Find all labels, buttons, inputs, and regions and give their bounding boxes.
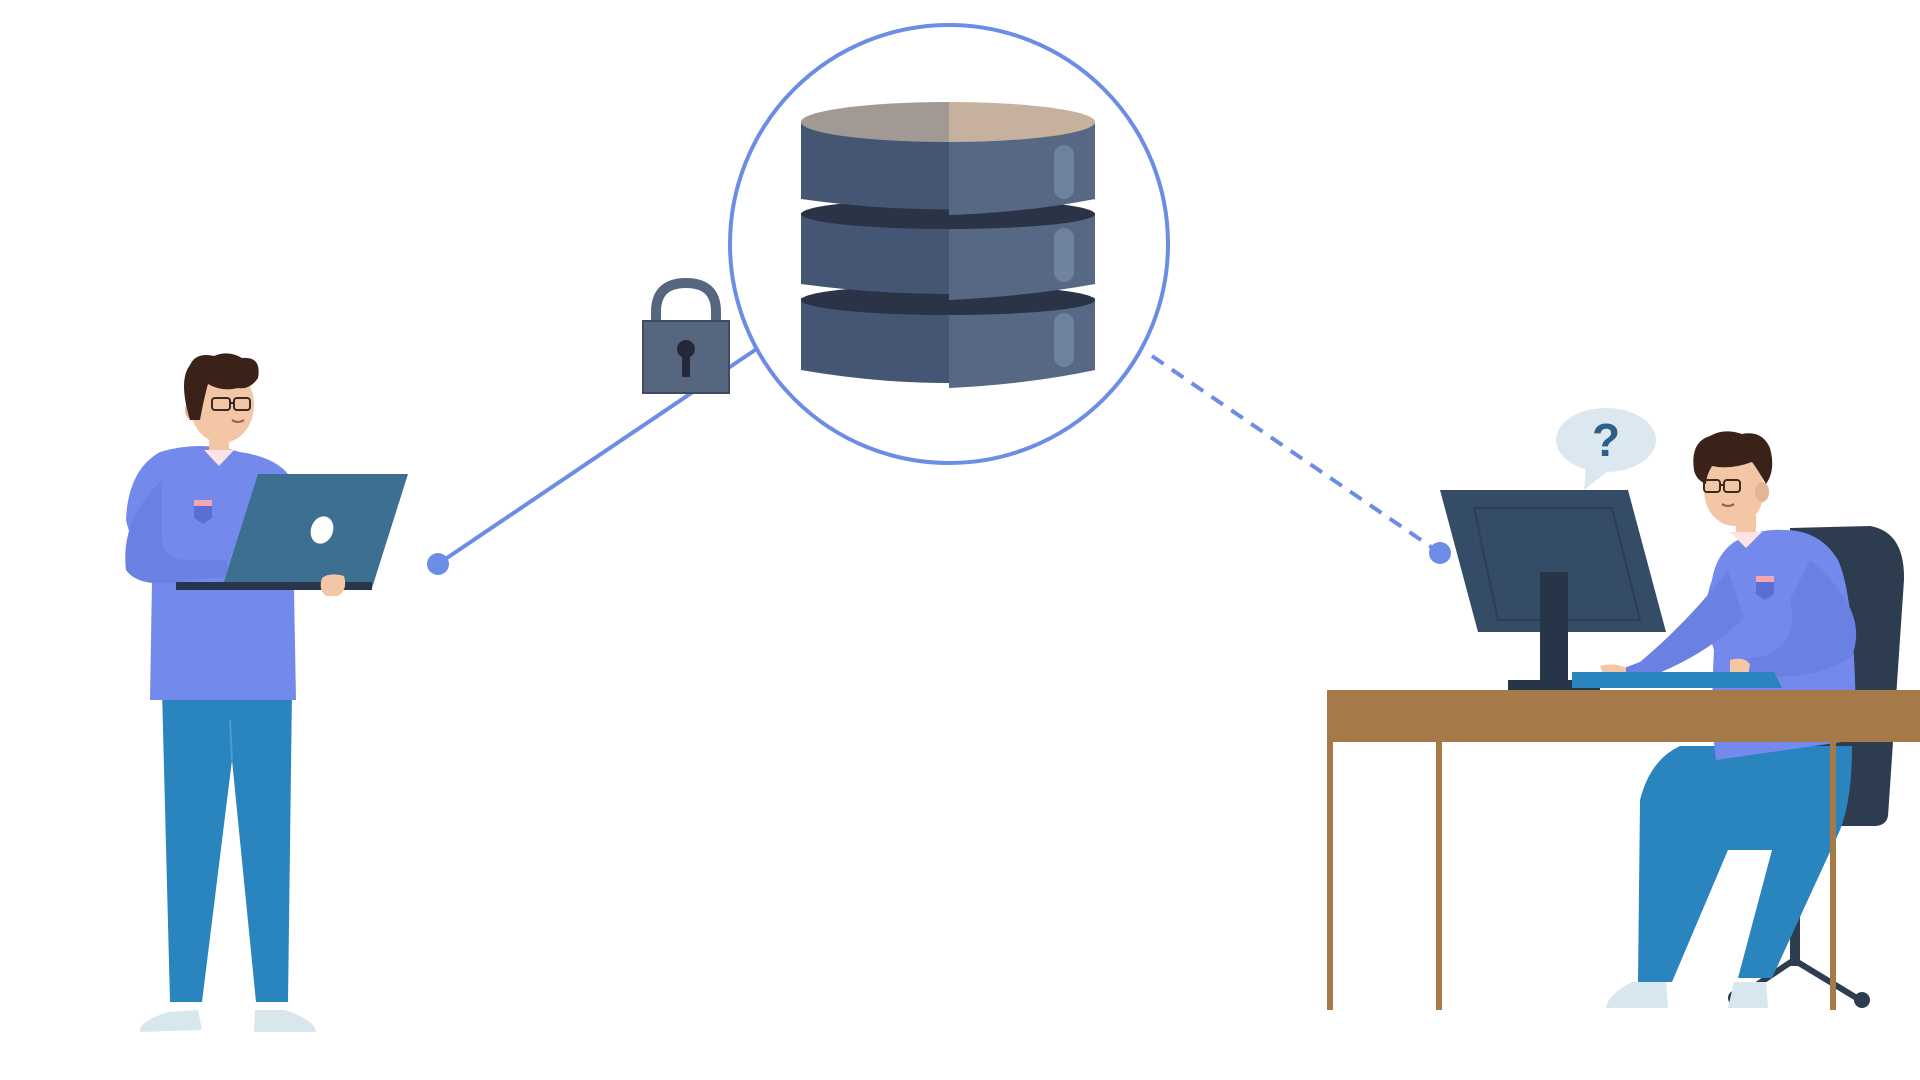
computer-connection-dot: [1429, 542, 1451, 564]
padlock-icon: [642, 277, 730, 394]
database-disk-middle: [801, 204, 1095, 300]
pants: [162, 690, 292, 1002]
laptop-connection-dot: [427, 553, 449, 575]
standing-person: [125, 353, 408, 1032]
glasses: [211, 397, 251, 411]
database-icon: [728, 23, 1170, 465]
hair: [184, 353, 259, 420]
laptop-icon: [176, 474, 408, 590]
unsecured-connection-line: [1150, 354, 1442, 555]
desk-scene: ?: [1327, 408, 1920, 1010]
speech-bubble-question-mark: ?: [1592, 414, 1620, 466]
right-shoe: [254, 1010, 316, 1032]
left-shoe: [139, 1010, 202, 1032]
monitor-icon: [1440, 490, 1666, 690]
keyboard: [1572, 672, 1782, 688]
pants: [1638, 746, 1852, 982]
speech-bubble-icon: ?: [1556, 408, 1656, 490]
hair: [1693, 431, 1773, 484]
desk: [1327, 690, 1920, 1010]
database-disk-top: [801, 102, 1095, 215]
glasses: [1703, 479, 1741, 493]
